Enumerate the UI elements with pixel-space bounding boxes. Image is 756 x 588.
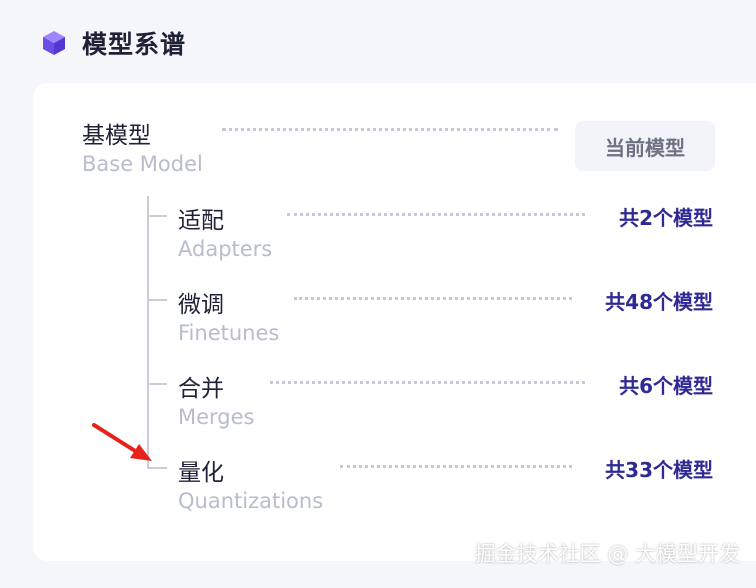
page-header: 模型系谱 — [40, 26, 186, 60]
child-label-en-finetunes: Finetunes — [178, 321, 280, 345]
page-title: 模型系谱 — [82, 30, 187, 59]
cube-icon — [43, 31, 65, 55]
dotted-leader — [294, 297, 572, 300]
count-link-quantizations[interactable]: 共33个模型 — [605, 458, 713, 482]
child-label-quantizations: 量化 — [178, 460, 224, 486]
tree-branch-line — [147, 215, 167, 217]
count-link-merges[interactable]: 共6个模型 — [619, 374, 713, 398]
watermark-text: 掘金技术社区 @ 大模型开发 — [474, 542, 740, 566]
current-model-button[interactable]: 当前模型 — [575, 121, 715, 171]
dotted-leader — [222, 128, 558, 131]
dotted-leader — [270, 381, 585, 384]
tree-branch-line — [147, 467, 167, 469]
base-model-label-en: Base Model — [82, 152, 203, 176]
count-link-adapters[interactable]: 共2个模型 — [619, 206, 713, 230]
child-label-en-quantizations: Quantizations — [178, 489, 324, 513]
child-label-en-merges: Merges — [178, 405, 255, 429]
tree-branch-line — [147, 299, 167, 301]
base-model-label: 基模型 — [82, 123, 151, 149]
dotted-leader — [287, 213, 585, 216]
child-label-finetunes: 微调 — [178, 292, 224, 318]
child-label-adapters: 适配 — [178, 208, 224, 234]
dotted-leader — [340, 465, 572, 468]
tree-branch-line — [147, 383, 167, 385]
count-link-finetunes[interactable]: 共48个模型 — [605, 290, 713, 314]
tree-trunk-line — [147, 196, 149, 469]
child-label-merges: 合并 — [178, 376, 224, 402]
child-label-en-adapters: Adapters — [178, 237, 273, 261]
